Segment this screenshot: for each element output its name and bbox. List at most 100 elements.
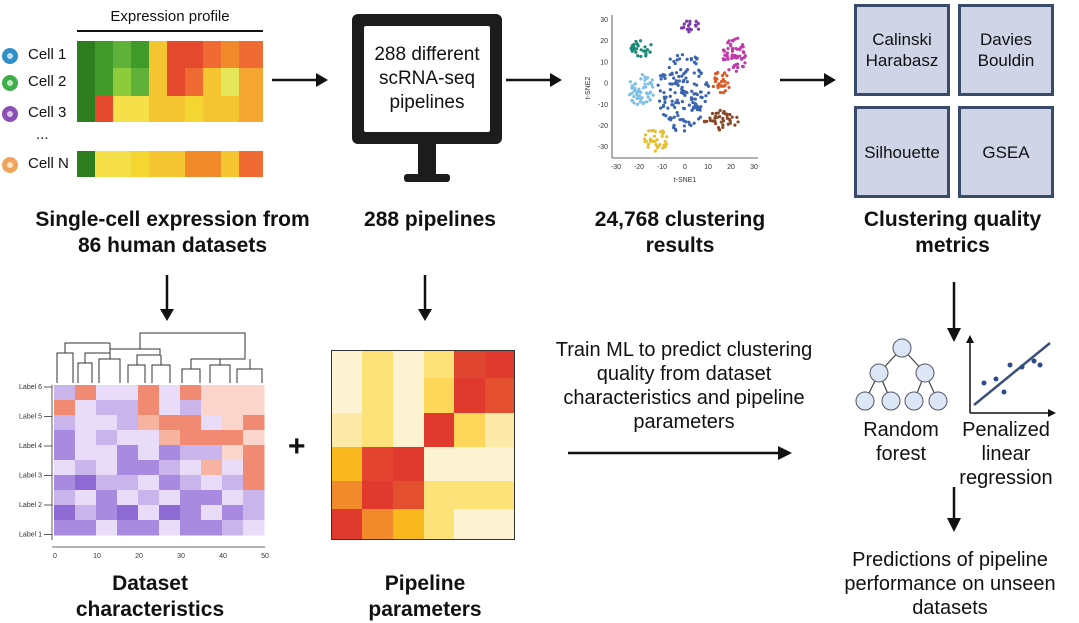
- expression-matrix: [77, 41, 263, 177]
- heatmap-cell: [138, 430, 160, 446]
- tsne-point: [689, 28, 693, 32]
- pipeline-heat-cell: [393, 350, 425, 379]
- tsne-point: [670, 71, 674, 75]
- tsne-point: [734, 46, 738, 51]
- tsne-point: [675, 58, 679, 62]
- heatmap-cell: [180, 460, 202, 476]
- heatmap-row-label: Label 5: [19, 414, 42, 421]
- tsne-xtick: -20: [634, 164, 644, 171]
- heatmap-cell: [243, 400, 265, 416]
- tsne-point: [697, 117, 701, 121]
- tsne-point: [696, 21, 700, 26]
- heatmap-cell: [138, 505, 160, 521]
- tsne-point: [684, 76, 688, 80]
- heatmap-cell: [201, 415, 223, 431]
- tsne-point: [648, 139, 653, 144]
- tsne-point: [727, 68, 731, 72]
- heatmap-cell: [96, 490, 118, 506]
- heatmap-cell: [96, 475, 118, 491]
- tsne-point: [639, 48, 643, 52]
- tsne-point: [641, 86, 646, 90]
- tsne-point: [689, 123, 693, 127]
- tsne-point: [740, 56, 744, 61]
- heatmap-cell: [96, 400, 118, 416]
- heatmap-cell: [117, 430, 139, 446]
- tsne-point: [666, 106, 670, 110]
- pipeline-heatmap: [331, 350, 515, 540]
- arrow-down-1: [160, 275, 174, 321]
- plus-sign: +: [288, 430, 306, 463]
- tsne-ytick: 20: [600, 38, 608, 45]
- tsne-point: [719, 84, 723, 88]
- tsne-point: [675, 54, 680, 58]
- tsne-point: [695, 57, 699, 61]
- heatmap-cell: [54, 430, 76, 446]
- tsne-point: [736, 120, 740, 124]
- heatmap-cell: [117, 460, 139, 476]
- tsne-point: [726, 81, 730, 85]
- tsne-point: [653, 149, 657, 153]
- heatmap-cell: [138, 460, 160, 476]
- penalized-regression-label: Penalized linear regression: [959, 419, 1053, 489]
- tsne-point: [683, 93, 687, 97]
- tsne-point: [661, 104, 665, 109]
- tsne-point: [717, 128, 721, 132]
- heatmap-cell: [117, 445, 139, 461]
- pipeline-heat-cell: [454, 509, 515, 540]
- heatmap-cell: [159, 490, 181, 506]
- pipeline-heat-cell: [331, 447, 363, 482]
- tsne-point: [686, 24, 691, 28]
- monitor-stand: [418, 144, 436, 178]
- cell-3-icon: [2, 106, 18, 122]
- monitor-text: 288 different scRNA-seq pipelines: [374, 44, 480, 113]
- heatmap-cell: [96, 385, 118, 401]
- tsne-point: [646, 82, 650, 86]
- tsne-point: [711, 84, 715, 89]
- heatmap-cell: [180, 415, 202, 431]
- heatmap-cell: [138, 415, 160, 431]
- heatmap-cell: [54, 460, 76, 476]
- heatmap-cell: [96, 430, 118, 446]
- pipeline-heat-cell: [393, 378, 425, 414]
- tsne-point: [713, 79, 718, 84]
- tsne-point: [675, 98, 679, 102]
- tsne-point: [735, 115, 739, 119]
- heatmap-cell: [138, 400, 160, 416]
- tsne-point: [662, 113, 666, 117]
- tsne-point: [662, 95, 666, 99]
- heatmap-cell: [222, 415, 244, 431]
- heatmap-cell: [201, 430, 223, 446]
- heatmap-cell: [201, 520, 223, 536]
- tsne-point: [691, 105, 696, 109]
- pipeline-heat-cell: [454, 413, 486, 448]
- tsne-point: [720, 73, 725, 78]
- heatmap-cell: [243, 475, 265, 491]
- tsne-point: [730, 49, 735, 53]
- tsne-point: [668, 87, 672, 92]
- metric-silhouette: Silhouette: [854, 106, 950, 198]
- tsne-point: [632, 47, 636, 51]
- heatmap-cell: [54, 520, 76, 536]
- tsne-point: [730, 115, 734, 119]
- cell-1-icon: [2, 48, 18, 64]
- tsne-point: [661, 132, 665, 136]
- tsne-point: [684, 69, 688, 74]
- tsne-point: [729, 44, 733, 48]
- tsne-point: [674, 101, 678, 105]
- tsne-point: [726, 57, 730, 61]
- tsne-point: [639, 54, 643, 59]
- dendrogram-branch: [209, 364, 231, 383]
- tsne-point: [687, 30, 691, 34]
- heatmap-cell: [180, 505, 202, 521]
- tsne-point: [717, 82, 721, 86]
- pipeline-heat-cell: [362, 481, 394, 510]
- tsne-point: [727, 85, 731, 90]
- heatmap-cell: [159, 385, 181, 401]
- pipeline-heat-cell: [485, 350, 515, 379]
- tsne-point: [630, 49, 634, 53]
- tsne-point: [676, 113, 680, 118]
- heatmap-cell: [159, 445, 181, 461]
- tsne-point: [684, 120, 688, 124]
- tsne-point: [665, 135, 669, 139]
